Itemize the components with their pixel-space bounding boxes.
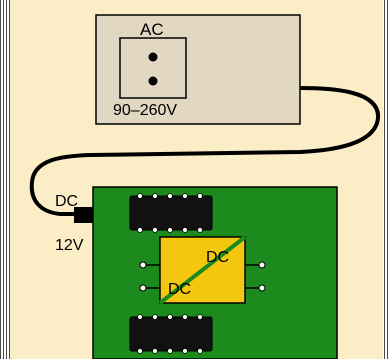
left-frame-border — [0, 0, 10, 359]
adapter-input-label: AC — [140, 20, 164, 39]
power-cable — [29, 86, 381, 216]
adapter-voltage-label: 90–260V — [113, 102, 177, 119]
dc-voltage-label: 12V — [55, 237, 84, 254]
dc-plug — [74, 207, 94, 223]
bottom-ic-chip-icon — [129, 314, 213, 354]
dc-dc-converter-icon: DC DC — [139, 235, 266, 305]
dc-input-label: DC — [55, 193, 78, 210]
converter-output-label: DC — [206, 249, 229, 266]
top-ic-chip-icon — [129, 193, 213, 233]
converter-input-label: DC — [168, 281, 191, 298]
right-frame-border — [383, 0, 390, 359]
two-prong-socket-icon — [119, 37, 187, 99]
ac-adapter: AC 90–260V — [95, 14, 301, 125]
